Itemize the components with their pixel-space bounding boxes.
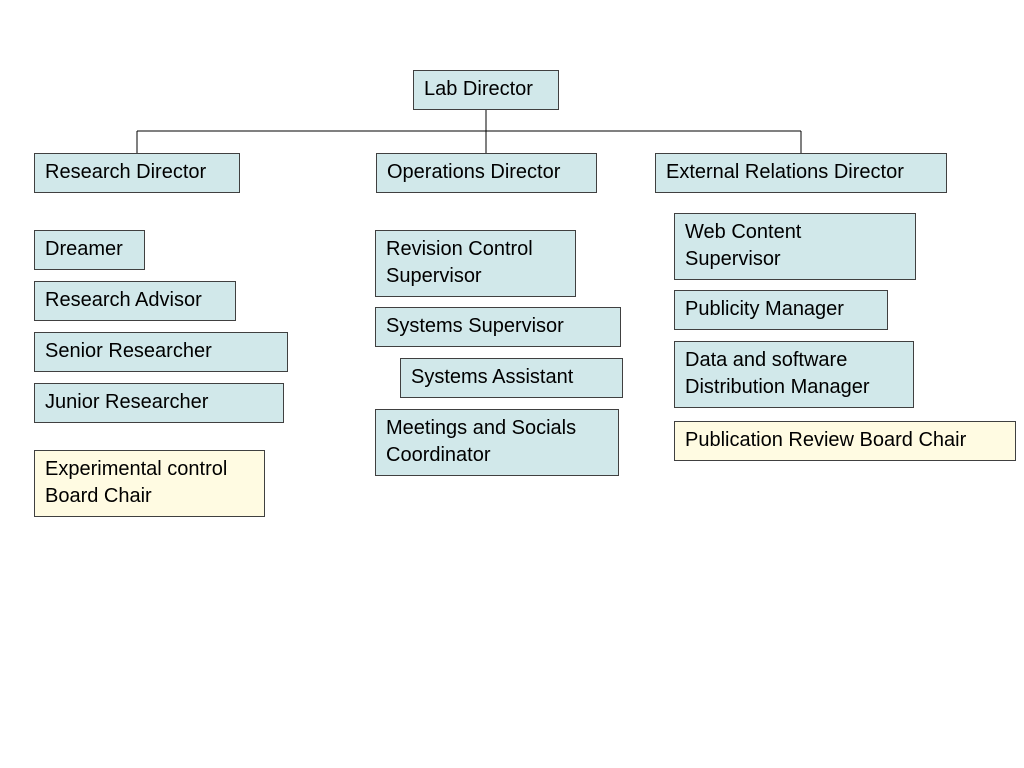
node-senior-researcher: Senior Researcher	[34, 332, 288, 372]
node-operations-director: Operations Director	[376, 153, 597, 193]
node-web-content-supervisor: Web Content Supervisor	[674, 213, 916, 280]
node-meetings-socials-coordinator: Meetings and Socials Coordinator	[375, 409, 619, 476]
node-external-relations-director: External Relations Director	[655, 153, 947, 193]
node-experimental-control-board-chair: Experimental control Board Chair	[34, 450, 265, 517]
node-research-advisor: Research Advisor	[34, 281, 236, 321]
node-lab-director: Lab Director	[413, 70, 559, 110]
node-data-software-distribution-manager: Data and software Distribution Manager	[674, 341, 914, 408]
node-publicity-manager: Publicity Manager	[674, 290, 888, 330]
node-junior-researcher: Junior Researcher	[34, 383, 284, 423]
node-publication-review-board-chair: Publication Review Board Chair	[674, 421, 1016, 461]
node-dreamer: Dreamer	[34, 230, 145, 270]
node-systems-supervisor: Systems Supervisor	[375, 307, 621, 347]
node-systems-assistant: Systems Assistant	[400, 358, 623, 398]
node-revision-control-supervisor: Revision Control Supervisor	[375, 230, 576, 297]
node-research-director: Research Director	[34, 153, 240, 193]
